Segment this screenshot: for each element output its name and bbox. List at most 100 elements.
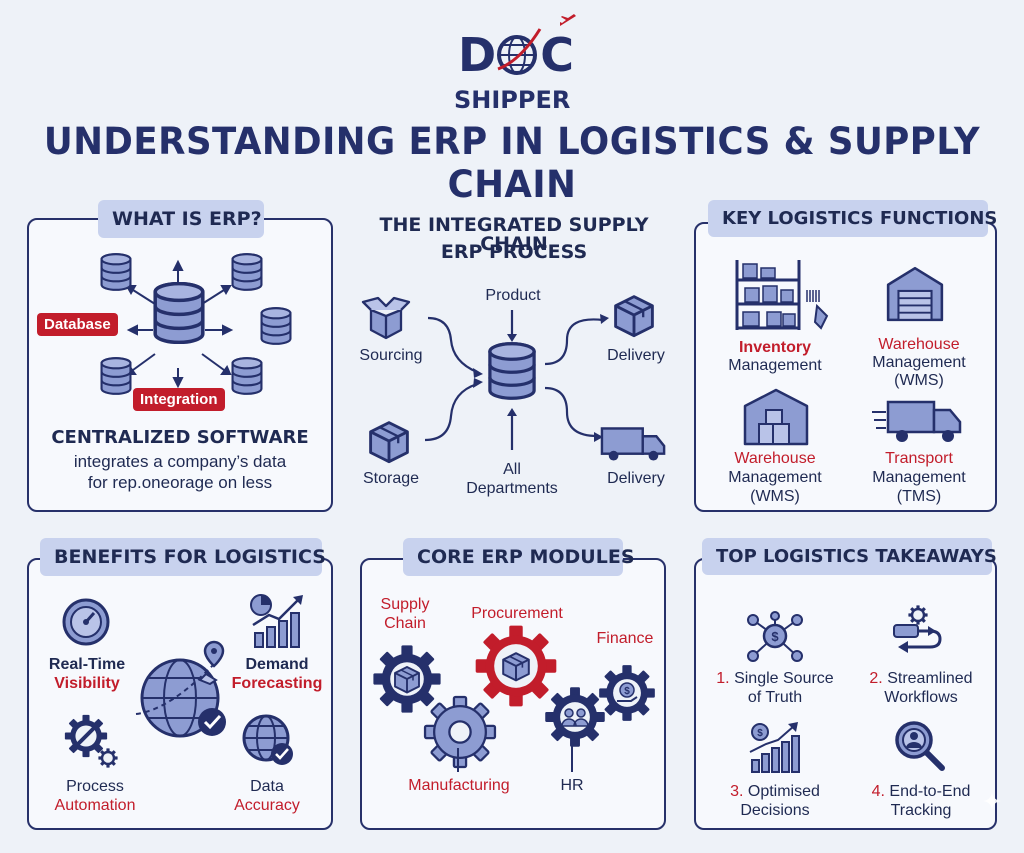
takeaway-1-line2: of Truth	[747, 689, 803, 706]
all-departments-line2: Departments	[466, 480, 558, 497]
function-tms-line3: (TMS)	[896, 488, 942, 505]
database-icon	[230, 253, 264, 291]
takeaway-1-text: Single Source	[734, 670, 834, 687]
benefit-automation-line2: Automation	[54, 797, 136, 814]
growth-coin-icon: $	[749, 722, 800, 773]
coin-hand-icon: $	[617, 682, 638, 702]
function-wms-line2: Management	[872, 354, 966, 371]
erp-description-line2: for rep.oneorage on less	[87, 473, 273, 492]
erp-database-network-diagram	[125, 259, 234, 389]
takeaway-2-text: Streamlined	[887, 670, 973, 687]
open-box-icon	[361, 296, 411, 340]
takeaway-1-number: 1.	[716, 670, 730, 687]
what-is-erp-heading: WHAT IS ERP?	[98, 200, 264, 238]
speeding-truck-icon	[872, 400, 962, 442]
takeaway-4-number: 4.	[871, 783, 885, 800]
box-icon	[611, 292, 657, 338]
globe-check-icon	[242, 714, 293, 765]
modules-heading: CORE ERP MODULES	[403, 538, 635, 576]
gear-wrench-icon	[64, 714, 118, 768]
takeaway-1-line1: 1. Single Source	[706, 669, 844, 688]
function-wms-line1: Warehouse	[878, 336, 960, 353]
takeaway-3-line1: 3. Optimised	[706, 782, 844, 801]
box-icon	[502, 652, 530, 682]
svg-text:$: $	[757, 728, 763, 739]
function-inventory-line2: Management	[728, 357, 822, 374]
warehouse-boxes-icon	[743, 388, 809, 446]
workflow-arrows-icon	[893, 605, 942, 653]
process-heading-line2: ERP PROCESS	[440, 241, 588, 263]
takeaway-4-line2: Tracking	[890, 802, 952, 819]
page-title: UNDERSTANDING ERP IN LOGISTICS & SUPPLY …	[43, 120, 981, 206]
erp-subtitle: CENTRALIZED SOFTWARE	[51, 427, 309, 448]
takeaways-heading: TOP LOGISTICS TAKEAWAYS	[702, 538, 997, 575]
function-wms2-line1: Warehouse	[734, 450, 816, 467]
process-flow-arrows	[424, 310, 609, 450]
truck-icon	[600, 424, 668, 464]
benefit-forecasting-line2: Forecasting	[231, 675, 323, 692]
manufacturing-gear-icon	[423, 695, 497, 769]
product-label: Product	[485, 287, 541, 304]
module-connector-lines	[457, 740, 573, 772]
function-tms-line1: Transport	[885, 450, 953, 467]
database-tag: Database	[37, 313, 118, 336]
module-hr-label: HR	[560, 777, 584, 794]
people-icon	[561, 708, 589, 727]
growth-chart-icon	[250, 594, 303, 648]
benefits-heading: BENEFITS FOR LOGISTICS	[40, 538, 326, 576]
benefit-visibility-line1: Real-Time	[48, 656, 126, 673]
module-supply-chain-line1: Supply	[380, 596, 430, 613]
sparkle-icon	[983, 792, 1001, 810]
module-supply-chain-line2: Chain	[384, 615, 426, 632]
erp-description-line1: integrates a company’s data	[73, 452, 287, 471]
integration-tag: Integration	[133, 388, 225, 411]
magnifier-tracking-icon	[895, 721, 945, 771]
takeaway-3-text: Optimised	[747, 783, 820, 800]
shelving-icon	[735, 260, 829, 330]
function-tms-line2: Management	[872, 469, 966, 486]
takeaway-3-line2: Decisions	[740, 802, 810, 819]
network-coin-icon: $	[747, 611, 803, 662]
delivery-bottom-label: Delivery	[607, 470, 665, 487]
airplane-icon	[560, 14, 576, 26]
svg-text:$: $	[771, 629, 779, 644]
takeaways-panel	[694, 558, 997, 830]
database-icon	[99, 357, 133, 395]
svg-text:$: $	[624, 686, 630, 697]
module-finance-label: Finance	[596, 630, 654, 647]
benefit-accuracy-line2: Accuracy	[234, 797, 300, 814]
warehouse-icon	[884, 262, 946, 324]
takeaway-4-text: End-to-End	[889, 783, 971, 800]
module-procurement-label: Procurement	[471, 605, 563, 622]
function-wms2-line3: (WMS)	[750, 488, 800, 505]
takeaway-3-number: 3.	[730, 783, 744, 800]
module-manufacturing-label: Manufacturing	[408, 777, 510, 794]
database-icon	[230, 357, 264, 395]
takeaway-2-line1: 2. Streamlined	[852, 669, 990, 688]
takeaway-2-number: 2.	[869, 670, 883, 687]
database-icon	[259, 307, 293, 345]
sourcing-label: Sourcing	[359, 347, 423, 364]
key-functions-heading: KEY LOGISTICS FUNCTIONS	[708, 200, 997, 237]
benefit-automation-line1: Process	[66, 778, 124, 795]
globe-route-icon	[135, 640, 226, 738]
function-inventory-line1: Inventory	[738, 339, 811, 356]
speedometer-icon	[62, 598, 110, 646]
takeaway-2-line2: Workflows	[884, 689, 958, 706]
delivery-top-label: Delivery	[607, 347, 665, 364]
central-database-icon	[486, 342, 538, 400]
benefit-forecasting-line1: Demand	[245, 656, 309, 673]
function-wms2-line2: Management	[728, 469, 822, 486]
takeaway-4-line1: 4. End-to-End	[852, 782, 990, 801]
benefit-visibility-line2: Visibility	[54, 675, 120, 692]
function-wms-line3: (WMS)	[894, 372, 944, 389]
all-departments-line1: All	[503, 461, 521, 478]
central-database-icon	[151, 282, 207, 344]
box-icon	[366, 418, 412, 464]
benefit-accuracy-line1: Data	[250, 778, 284, 795]
process-heading-line1: THE INTEGRATED SUPPLY CHAIN	[379, 214, 649, 255]
database-icon	[99, 253, 133, 291]
logo-shipper-text: SHIPPER	[454, 86, 571, 114]
